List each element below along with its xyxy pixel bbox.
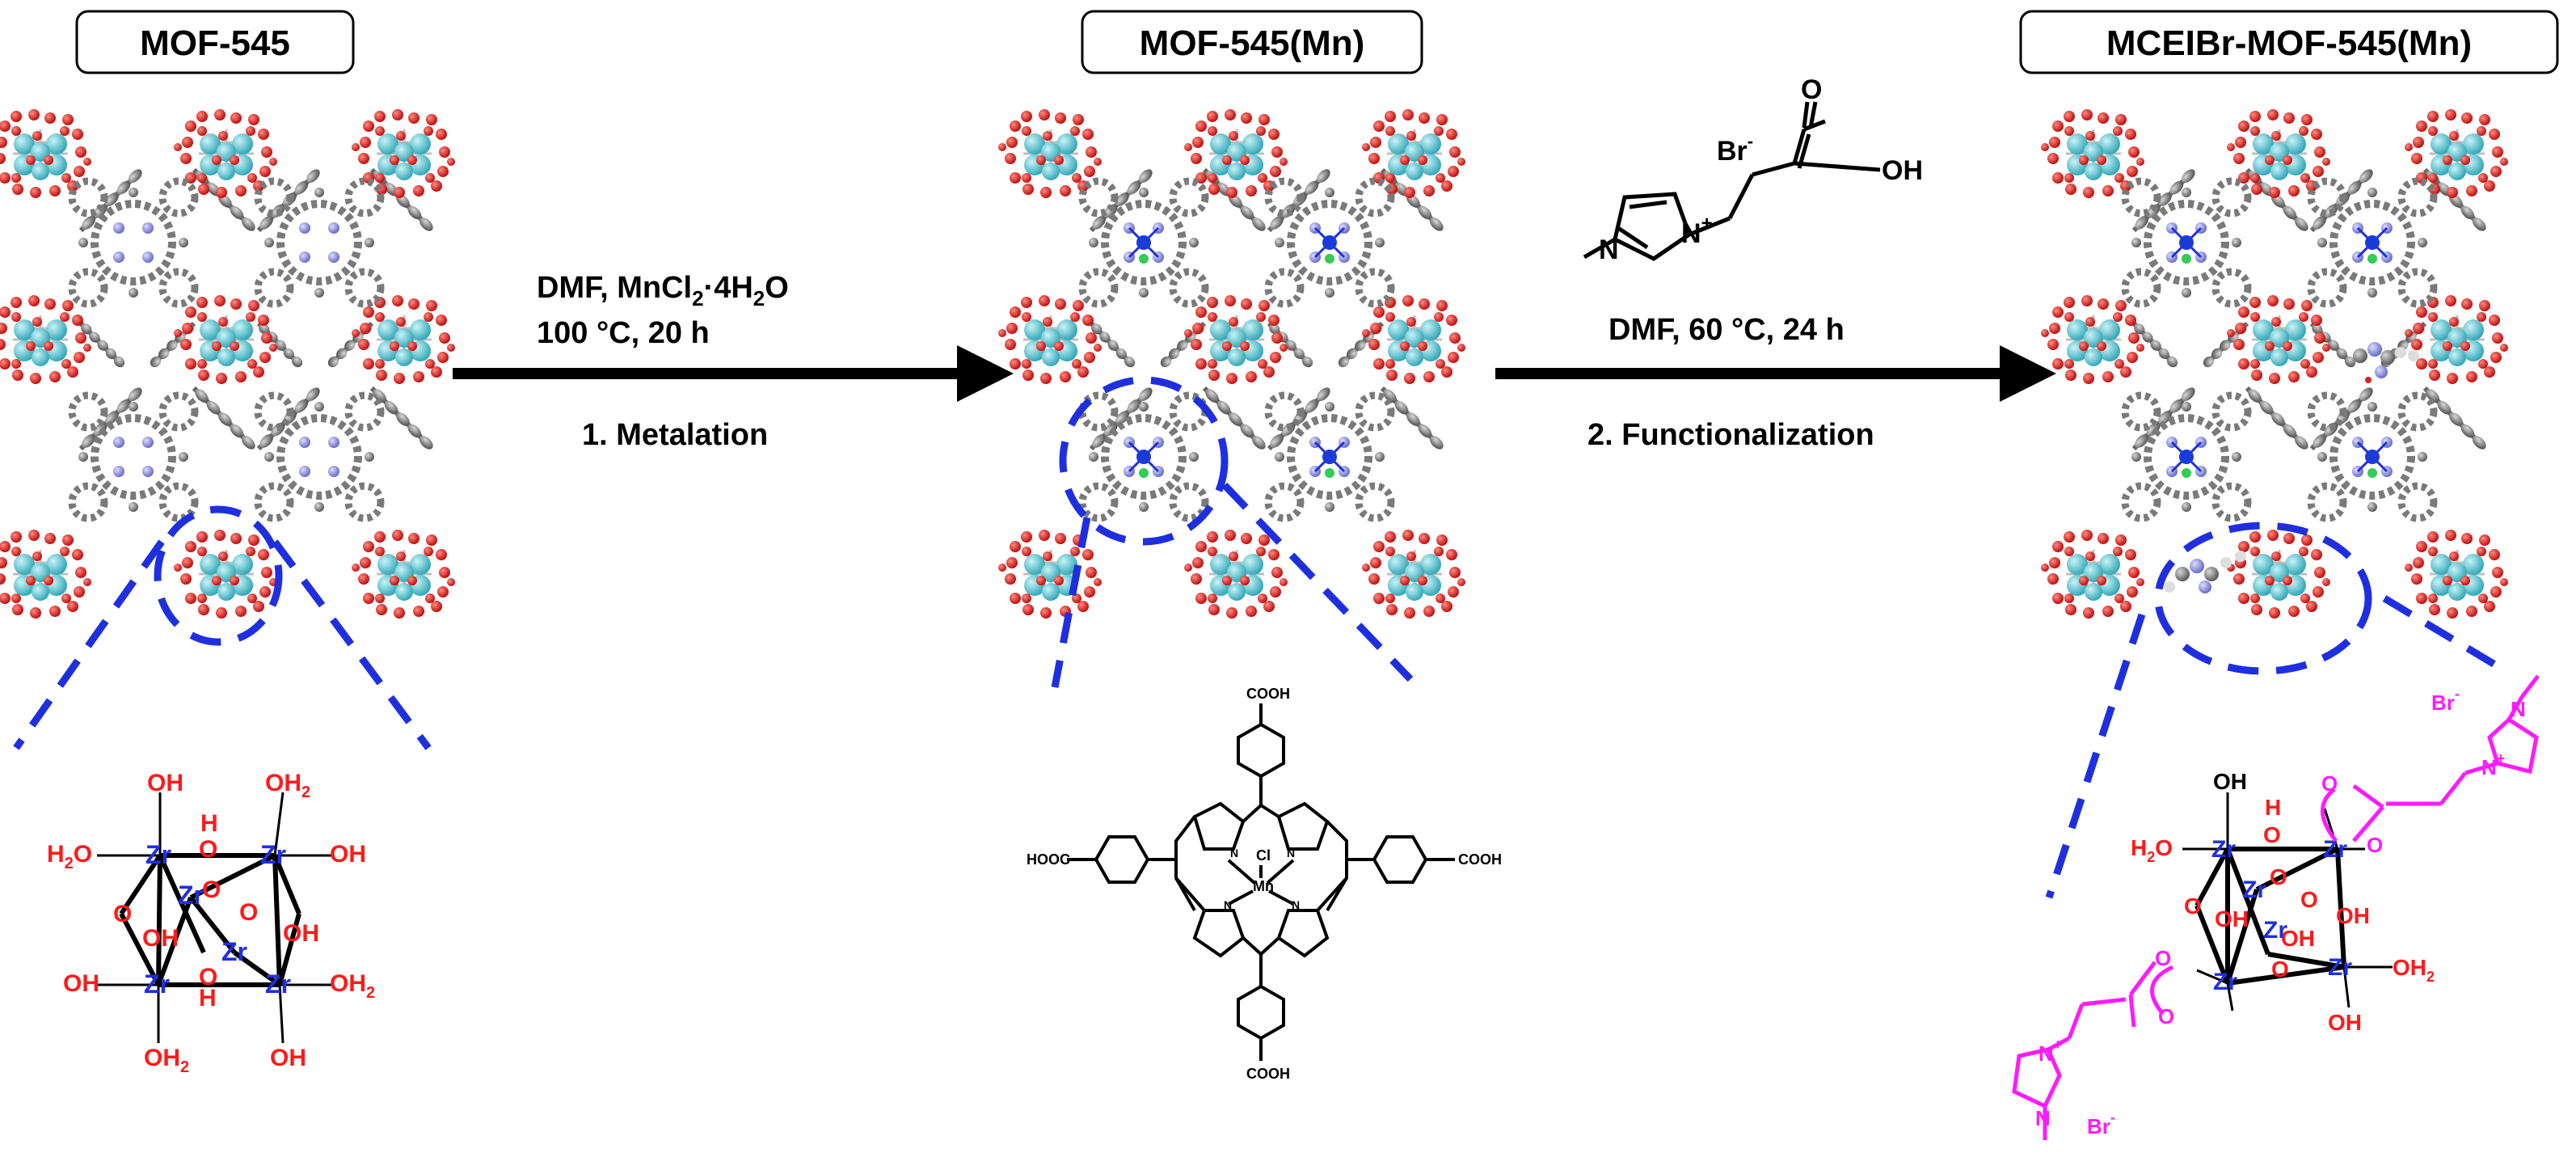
fz-zr-4: Zr	[2263, 917, 2287, 944]
fz-oh-bottom: OH	[2328, 1010, 2362, 1035]
zr-h-lower: H	[199, 985, 217, 1012]
grafted-imidazolium-1	[2353, 342, 2419, 383]
highlight-zr-node-mceibr	[2045, 522, 2508, 899]
mn-porphyrin-structure	[1067, 703, 1455, 1061]
mag-n-bottom-1: N+	[2038, 1037, 2062, 1066]
mag-n-bottom-2: N	[2035, 1106, 2051, 1130]
n-4: N	[1292, 898, 1300, 911]
n-1: N	[1230, 847, 1238, 860]
zr-oh-left-low: OH	[63, 970, 99, 997]
fz-o-right: O	[2300, 887, 2318, 912]
zr-oh-top-left: OH	[147, 770, 183, 796]
reaction-step-functionalization: Br- N N+ O OH DMF, 60 °C, 24 h 2. Functi…	[1495, 74, 2056, 452]
fz-zr-6: Zr	[2328, 954, 2352, 981]
framework-mof-545-mn	[998, 109, 1465, 619]
mag-o-2: O	[2367, 833, 2383, 857]
ionic-liquid-structure	[1583, 101, 1881, 261]
il-hydroxyl: OH	[1882, 155, 1923, 186]
mn-center: Mn	[1253, 878, 1274, 894]
fz-o-left: O	[2184, 893, 2202, 919]
label-box-mceibr	[2019, 10, 2559, 74]
ionic-liquid-labels: Br- N N+ O OH	[1599, 74, 1923, 265]
il-bromide: Br-	[1717, 131, 1753, 167]
mag-o-3: O	[2155, 946, 2171, 970]
mag-o-4: O	[2158, 1004, 2174, 1029]
fz-h: H	[2265, 795, 2281, 820]
fz-o-lower: O	[2271, 957, 2289, 982]
zr-h-top: H	[200, 810, 218, 837]
zr-h2o-left: H2O	[47, 841, 92, 872]
framework-mceibr	[2041, 109, 2508, 619]
fz-h2o-left: H2O	[2131, 835, 2173, 865]
panel-mof-545: MOF-545	[0, 10, 455, 1076]
magenta-ligand-bottom	[2012, 961, 2174, 1140]
fz-zr-5: Zr	[2213, 969, 2237, 995]
zr-atom-5: Zr	[144, 969, 170, 999]
zr-oh-center-right: OH	[283, 920, 319, 947]
zr-atom-6: Zr	[265, 969, 291, 999]
il-n-cation: N+	[1681, 213, 1713, 249]
fz-oh2-right: OH2	[2393, 955, 2435, 985]
label-box-mof-545	[75, 10, 355, 74]
cooh-right: COOH	[1458, 851, 1502, 868]
zr-o-center: O	[239, 899, 258, 926]
zr-o-lower: O	[199, 964, 217, 990]
zr-oh2-bottom: OH2	[144, 1045, 189, 1076]
step1-condition: 100 °C, 20 h	[537, 316, 710, 350]
grafted-imidazolium-2	[2164, 551, 2246, 593]
zr-oh-center-left: OH	[142, 925, 179, 952]
fz-oh-center-2: OH	[2281, 926, 2315, 951]
zr-atom-2: Zr	[260, 840, 286, 869]
step1-name: 1. Metalation	[582, 418, 768, 452]
hooc-left: HOOC	[1027, 851, 1070, 868]
framework-mof-545	[0, 109, 455, 619]
zr-oh-right: OH	[330, 841, 366, 868]
cl-axial: Cl	[1256, 847, 1271, 864]
fz-zr-1: Zr	[2211, 836, 2236, 863]
zr-o-left: O	[113, 901, 132, 927]
label-mceibr-mof-545-mn: MCEIBr-MOF-545(Mn)	[2106, 23, 2472, 63]
panel-mof-545-mn: MOF-545(Mn)	[998, 10, 1502, 1082]
zr-oh-bottom: OH	[270, 1045, 306, 1071]
mag-n-top-1: N+	[2481, 750, 2505, 779]
label-mof-545: MOF-545	[140, 23, 290, 63]
cooh-bottom: COOH	[1246, 1066, 1290, 1082]
fz-o-top: O	[2263, 822, 2281, 847]
n-2: N	[1287, 847, 1295, 860]
il-n-methyl: N	[1599, 234, 1619, 265]
zr-o-top: O	[199, 836, 217, 863]
mn-porphyrin-labels: COOH COOH HOOC COOH Mn Cl N N N N	[1027, 686, 1502, 1082]
zr-o-mid: O	[202, 876, 221, 903]
fz-oh-right: OH	[2336, 903, 2370, 928]
highlight-porphyrin-mof-545-mn	[1051, 376, 1414, 688]
mag-br-bottom: Br-	[2087, 1109, 2115, 1138]
zr-atom-1: Zr	[145, 840, 171, 869]
functionalized-zr-cluster: OH H2O H O O O O OH OH O OH2 OH OH Zr Zr…	[2012, 674, 2540, 1140]
zr-atom-4: Zr	[221, 937, 247, 966]
magenta-ligand-top	[2321, 674, 2540, 843]
step1-reagents: DMF, MnCl2·4H2O	[537, 271, 789, 310]
mag-br-top: Br-	[2431, 686, 2460, 715]
reaction-step-metalation: DMF, MnCl2·4H2O 100 °C, 20 h 1. Metalati…	[453, 271, 1014, 452]
mag-n-top-2: N	[2511, 697, 2526, 721]
label-mof-545-mn: MOF-545(Mn)	[1140, 23, 1365, 63]
zr-oh2-right-low: OH2	[330, 970, 375, 1002]
fz-o-mid: O	[2270, 864, 2287, 889]
step2-condition: DMF, 60 °C, 24 h	[1608, 313, 1845, 347]
fz-oh-center: OH	[2215, 906, 2249, 931]
mag-o-1: O	[2321, 771, 2338, 796]
panel-mceibr-mof-545-mn: MCEIBr-MOF-545(Mn)	[2012, 10, 2559, 1140]
n-3: N	[1224, 898, 1232, 911]
fz-oh-top: OH	[2213, 769, 2247, 794]
step2-name: 2. Functionalization	[1587, 418, 1874, 452]
highlight-zr-node-mof-545	[13, 505, 432, 750]
zr-atom-3: Zr	[178, 881, 204, 910]
fz-zr-3: Zr	[2242, 876, 2266, 903]
label-box-mof-545-mn	[1081, 10, 1423, 74]
zr-oh2-top-right: OH2	[265, 770, 310, 801]
cooh-top: COOH	[1246, 686, 1290, 702]
il-carbonyl-o: O	[1801, 74, 1822, 105]
zr6-cluster-structure: OH OH2 H2O OH H O O O O OH OH O H OH OH2…	[47, 770, 375, 1076]
